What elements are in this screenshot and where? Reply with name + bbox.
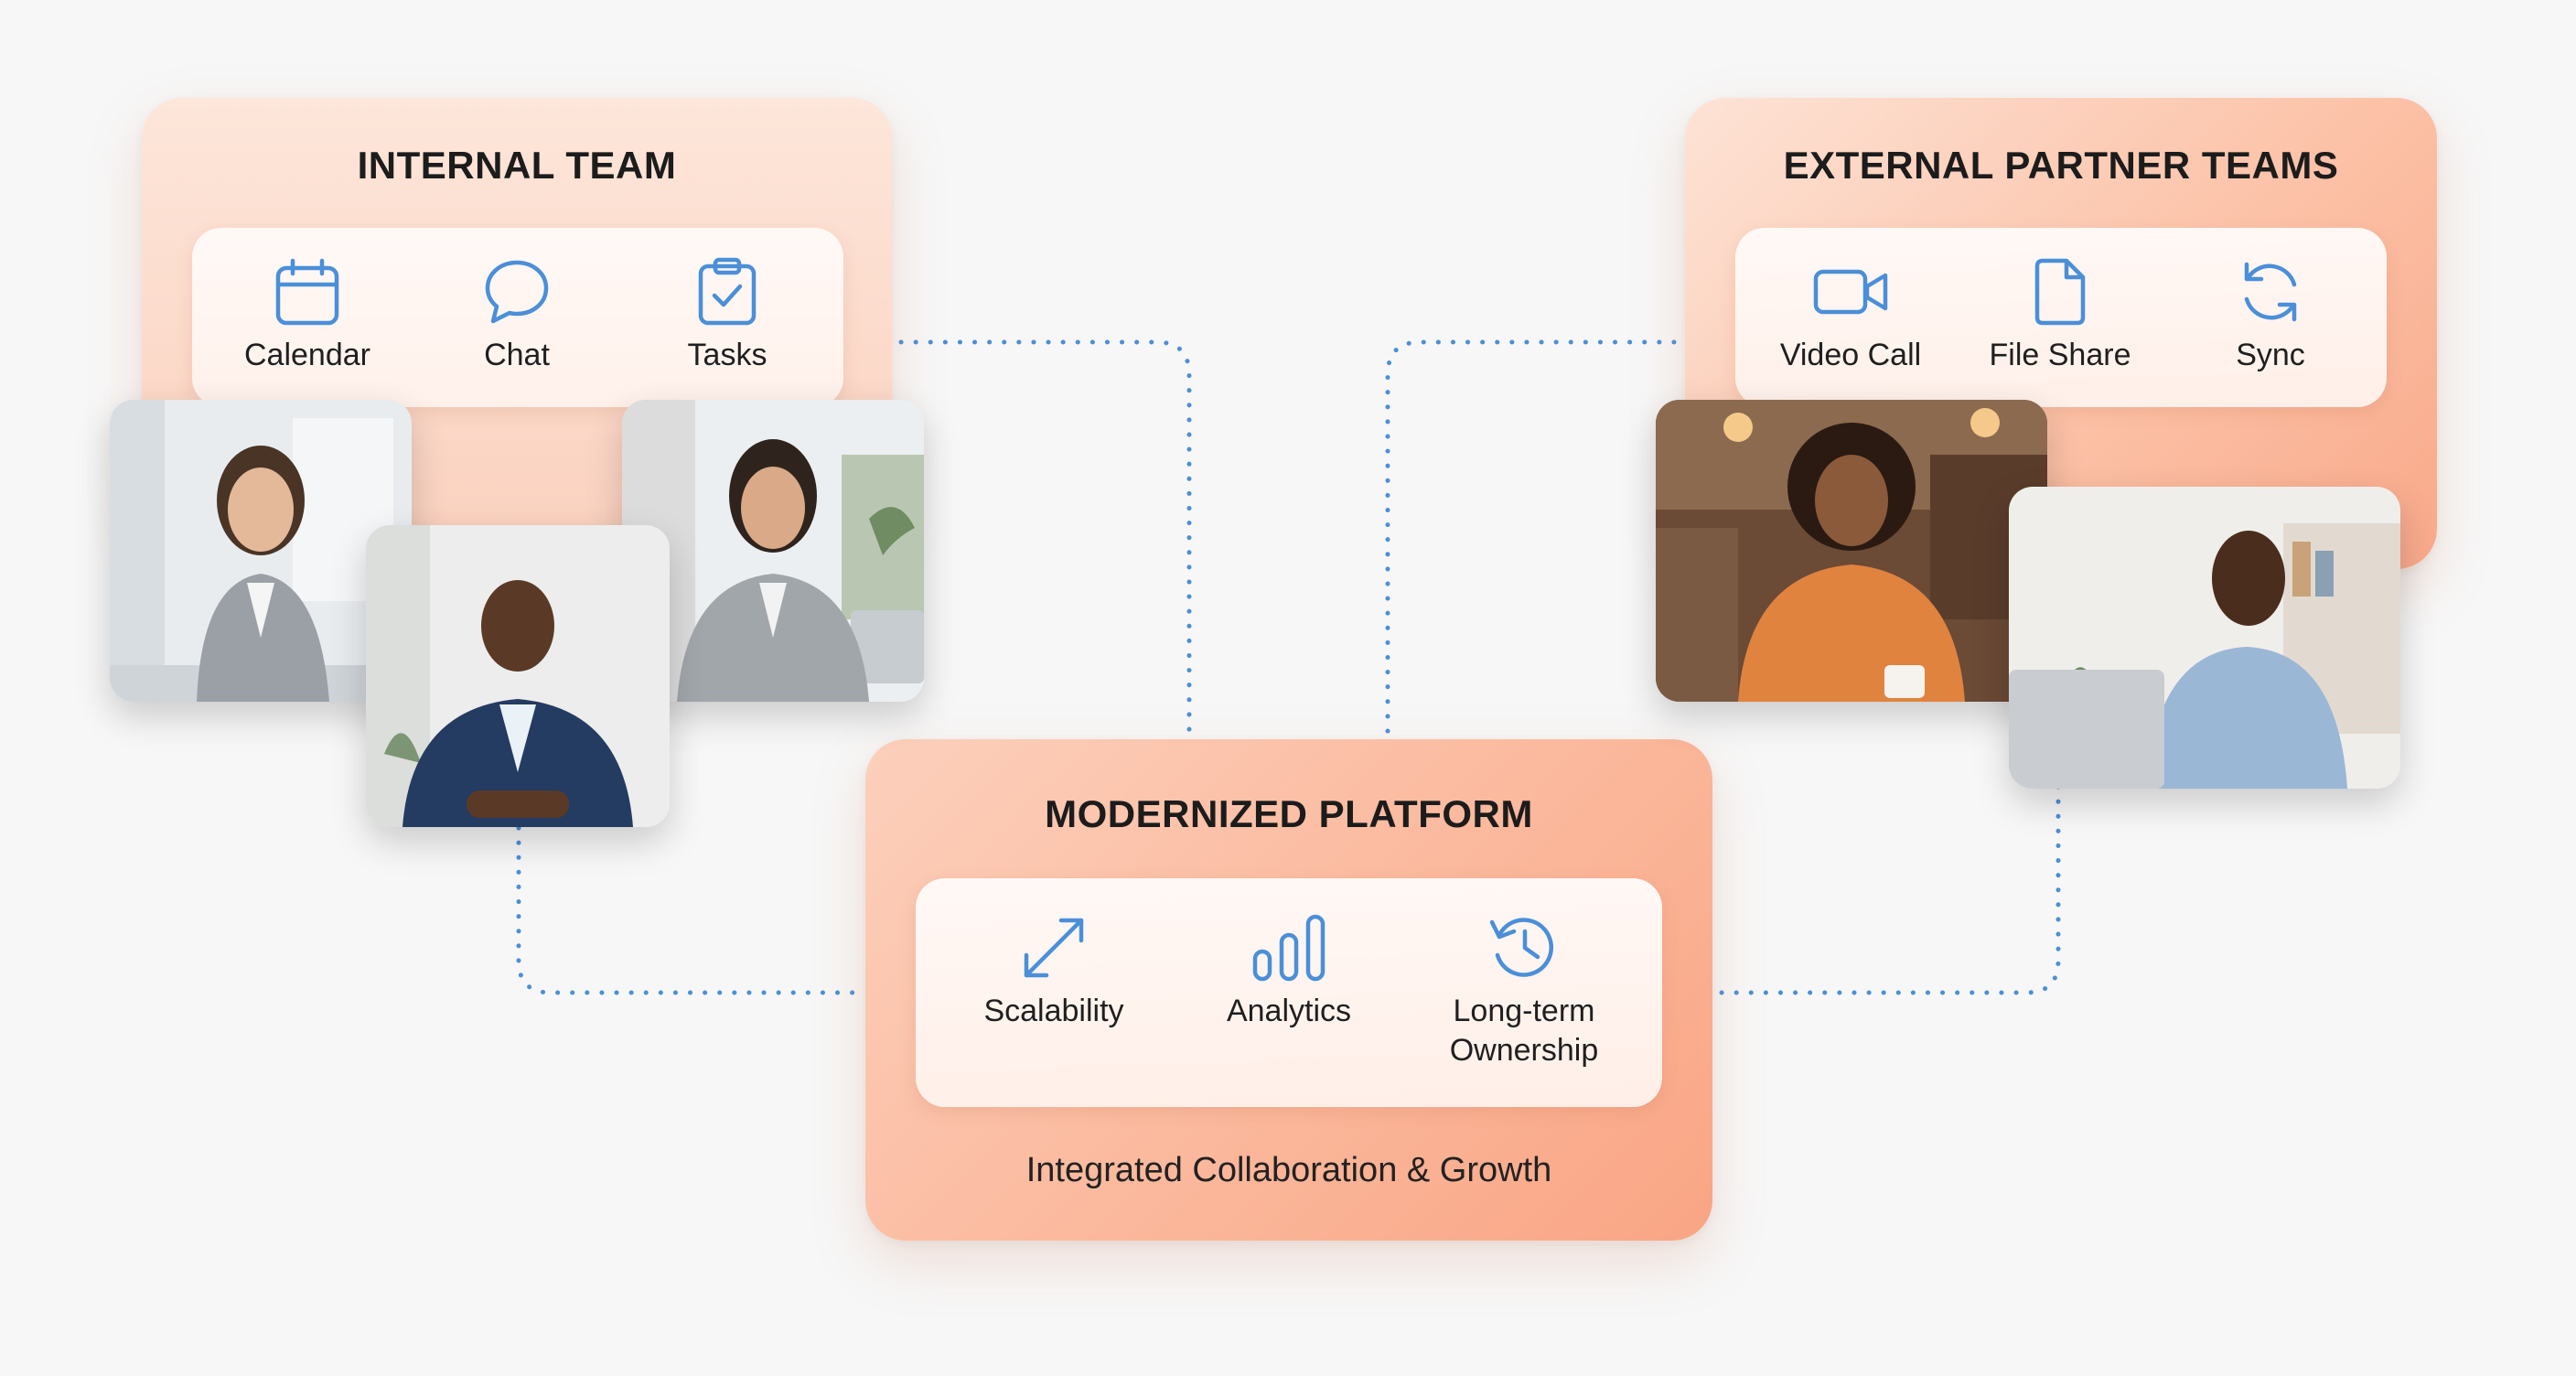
internal-team-photo-woman-left bbox=[110, 400, 412, 702]
tool-scalability[interactable]: Scalability bbox=[949, 913, 1159, 1031]
tasks-icon bbox=[698, 257, 757, 326]
tool-label-scalability: Scalability bbox=[983, 994, 1124, 1028]
tool-label-file-share: File Share bbox=[1989, 338, 2131, 372]
tool-label-analytics: Analytics bbox=[1226, 994, 1352, 1028]
tool-analytics[interactable]: Analytics bbox=[1184, 913, 1394, 1031]
connector-external-to-platform bbox=[1385, 339, 1677, 742]
tool-label-calendar: Calendar bbox=[244, 338, 370, 372]
tool-chat[interactable]: Chat bbox=[412, 257, 622, 375]
tool-video-call[interactable]: Video Call bbox=[1745, 257, 1956, 375]
connector-external-photo-to-platform bbox=[1712, 784, 2061, 995]
tool-tasks[interactable]: Tasks bbox=[622, 257, 832, 375]
internal-team-photo-man bbox=[366, 525, 670, 827]
tool-label-chat: Chat bbox=[484, 338, 550, 372]
tool-label-sync: Sync bbox=[2236, 338, 2305, 372]
platform-title: MODERNIZED PLATFORM bbox=[1045, 792, 1533, 835]
external-tools-card: Video Call File Share Sync bbox=[1735, 228, 2387, 407]
internal-team-title: INTERNAL TEAM bbox=[357, 144, 677, 187]
sync-icon bbox=[2244, 262, 2297, 322]
analytics-icon bbox=[1252, 914, 1326, 982]
external-partner-title: EXTERNAL PARTNER TEAMS bbox=[1783, 144, 2339, 187]
tool-long-term-ownership[interactable]: Long-term Ownership bbox=[1419, 913, 1629, 1070]
history-icon bbox=[1489, 918, 1554, 977]
external-partner-photo-man bbox=[2009, 487, 2400, 789]
video-call-icon bbox=[1813, 269, 1888, 315]
internal-tools-card: Calendar Chat Tasks bbox=[192, 228, 843, 407]
chat-icon bbox=[485, 260, 549, 324]
scalability-icon bbox=[1024, 918, 1084, 978]
calendar-icon bbox=[275, 258, 339, 326]
external-partner-photo-woman bbox=[1656, 400, 2047, 702]
platform-features-card: Scalability Analytics Long-term Owners bbox=[916, 878, 1662, 1107]
internal-team-photo-woman-right bbox=[622, 400, 924, 702]
file-share-icon bbox=[2034, 258, 2086, 326]
modernized-platform-panel: MODERNIZED PLATFORM Scalability Analytic bbox=[865, 739, 1712, 1241]
tool-sync[interactable]: Sync bbox=[2165, 257, 2376, 375]
tool-calendar[interactable]: Calendar bbox=[202, 257, 413, 375]
connector-internal-photo-to-platform bbox=[516, 825, 868, 995]
tool-label-long-term-ownership: Long-term Ownership bbox=[1449, 994, 1599, 1068]
tool-file-share[interactable]: File Share bbox=[1955, 257, 2165, 375]
tool-label-video-call: Video Call bbox=[1779, 338, 1922, 372]
platform-tagline: Integrated Collaboration & Growth bbox=[1025, 1151, 1552, 1189]
tool-label-tasks: Tasks bbox=[687, 338, 767, 372]
connector-internal-to-platform bbox=[898, 339, 1192, 742]
